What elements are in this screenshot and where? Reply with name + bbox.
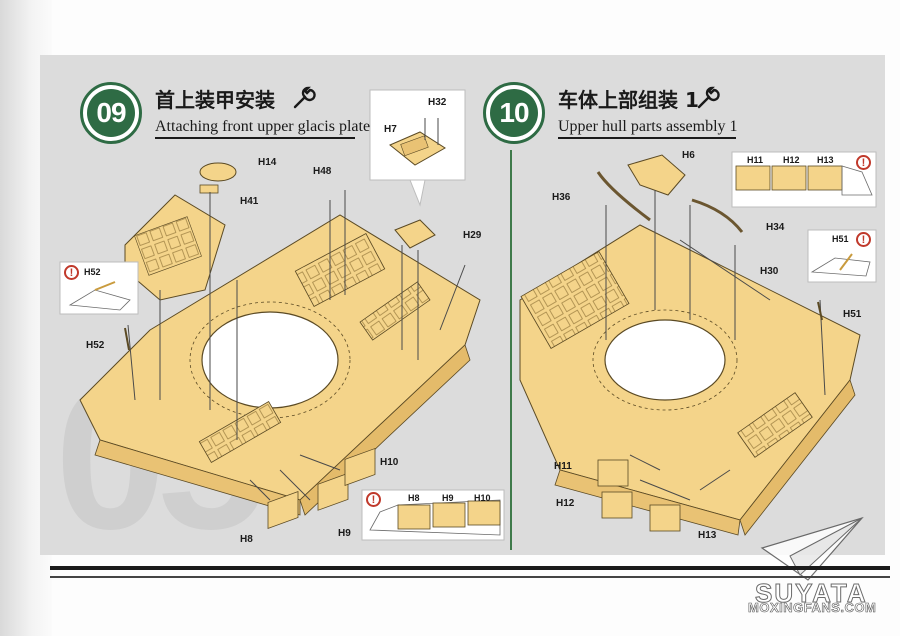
part-label-h32: H32 xyxy=(428,97,447,108)
callout-label-h12: H12 xyxy=(783,155,800,165)
callout-h11-h13-drawing xyxy=(731,151,877,208)
warning-icon: ! xyxy=(856,155,871,170)
part-label-h7: H7 xyxy=(384,124,397,135)
part-label-h29: H29 xyxy=(463,230,482,241)
part-label-h30: H30 xyxy=(760,266,779,277)
part-label-h14: H14 xyxy=(258,157,277,168)
warning-icon: ! xyxy=(856,232,871,247)
part-label-h34: H34 xyxy=(766,222,785,233)
step-divider xyxy=(510,150,512,550)
step-10-number: 10 xyxy=(490,89,538,137)
step-09-title-en: Attaching front upper glacis plate xyxy=(155,118,371,135)
part-label-h48: H48 xyxy=(313,166,332,177)
callout-h52-drawing xyxy=(59,261,139,315)
part-label-h52: H52 xyxy=(86,340,105,351)
step09-hull-drawing xyxy=(79,162,481,530)
callout-label-h51: H51 xyxy=(832,234,849,244)
callout-label-h10: H10 xyxy=(474,493,491,503)
callout-h7-h32-drawing xyxy=(369,89,466,207)
part-label-h13: H13 xyxy=(698,530,717,541)
callout-label-h13: H13 xyxy=(817,155,834,165)
step10-hull-drawing xyxy=(519,154,861,536)
step-10-title-zh: 车体上部组装 1 xyxy=(558,88,699,112)
footer-rule xyxy=(50,566,890,570)
callout-label-h9: H9 xyxy=(442,493,454,503)
part-label-h12: H12 xyxy=(556,498,575,509)
wrench-icon xyxy=(293,86,316,109)
step-09-title-zh: 首上装甲安装 xyxy=(155,88,275,112)
part-label-h51: H51 xyxy=(843,309,862,320)
part-label-h10: H10 xyxy=(380,457,399,468)
callout-h8-h10-drawing xyxy=(361,489,505,541)
step-09-title-underline xyxy=(155,137,355,139)
step-10-title-underline xyxy=(558,137,736,139)
part-label-h41: H41 xyxy=(240,196,259,207)
paper-plane-logo xyxy=(760,516,864,581)
callout-label-h11: H11 xyxy=(747,155,764,165)
step-10-title-en: Upper hull parts assembly 1 xyxy=(558,118,738,135)
warning-icon: ! xyxy=(366,492,381,507)
part-label-h6: H6 xyxy=(682,150,695,161)
callout-label-h52: H52 xyxy=(84,267,101,277)
part-label-h9: H9 xyxy=(338,528,351,539)
brand-watermark: SUYATA xyxy=(755,578,868,609)
step-09-badge: 09 xyxy=(80,82,142,144)
warning-icon: ! xyxy=(64,265,79,280)
part-label-h11: H11 xyxy=(554,461,572,472)
footer-rule-thin xyxy=(50,576,890,578)
site-watermark: MOXINGFANS.COM xyxy=(748,600,877,616)
step-10-badge: 10 xyxy=(483,82,545,144)
step-09-number: 09 xyxy=(87,89,135,137)
callout-label-h8: H8 xyxy=(408,493,420,503)
part-label-h36: H36 xyxy=(552,192,571,203)
part-label-h8: H8 xyxy=(240,534,253,545)
wrench-icon xyxy=(697,86,720,109)
